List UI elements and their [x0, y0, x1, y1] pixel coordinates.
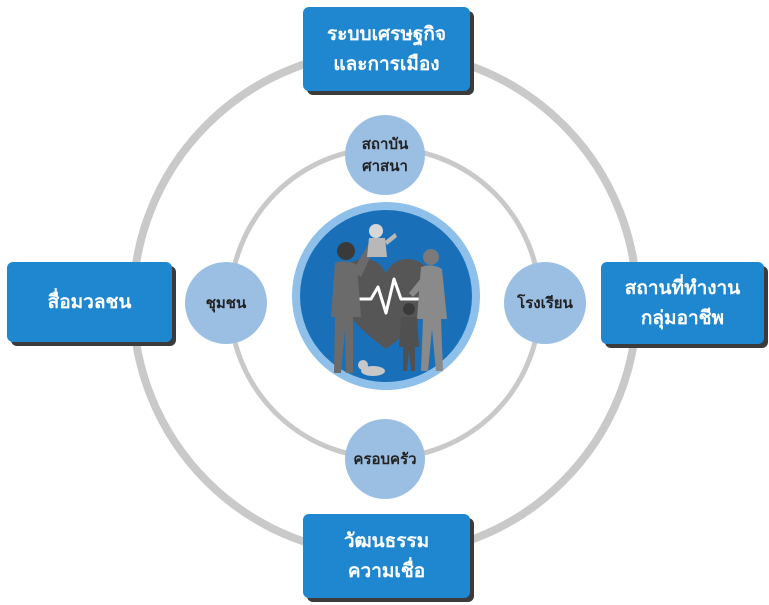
node-school-label: โรงเรียน	[517, 294, 573, 312]
box-workplace-occupation-line1: สถานที่ทำงาน	[624, 277, 741, 299]
node-family-label: ครอบครัว	[353, 450, 417, 468]
node-religious-institution-line1: สถาบัน	[361, 135, 409, 153]
node-school: โรงเรียน	[504, 262, 586, 344]
node-community: ชุมชน	[185, 262, 267, 344]
box-economy-politics: ระบบเศรษฐกิจ และการเมือง	[303, 7, 470, 91]
box-economy-politics-line2: และการเมือง	[333, 53, 440, 75]
node-community-label: ชุมชน	[205, 294, 247, 312]
box-economy-politics-line1: ระบบเศรษฐกิจ	[327, 23, 446, 45]
box-mass-media: สื่อมวลชน	[7, 262, 172, 342]
box-culture-beliefs-line1: วัฒนธรรม	[343, 530, 430, 552]
box-mass-media-label: สื่อมวลชน	[47, 291, 132, 313]
box-workplace-occupation: สถานที่ทำงาน กลุ่มอาชีพ	[601, 262, 764, 344]
box-workplace-occupation-line2: กลุ่มอาชีพ	[640, 307, 725, 329]
node-family: ครอบครัว	[345, 419, 425, 499]
node-religious-institution-line2: ศาสนา	[362, 157, 408, 175]
box-culture-beliefs-line2: ความเชื่อ	[347, 560, 426, 582]
node-religious-institution: สถาบัน ศาสนา	[345, 115, 425, 195]
family-with-heart-icon	[292, 202, 480, 390]
box-culture-beliefs: วัฒนธรรม ความเชื่อ	[303, 514, 470, 598]
